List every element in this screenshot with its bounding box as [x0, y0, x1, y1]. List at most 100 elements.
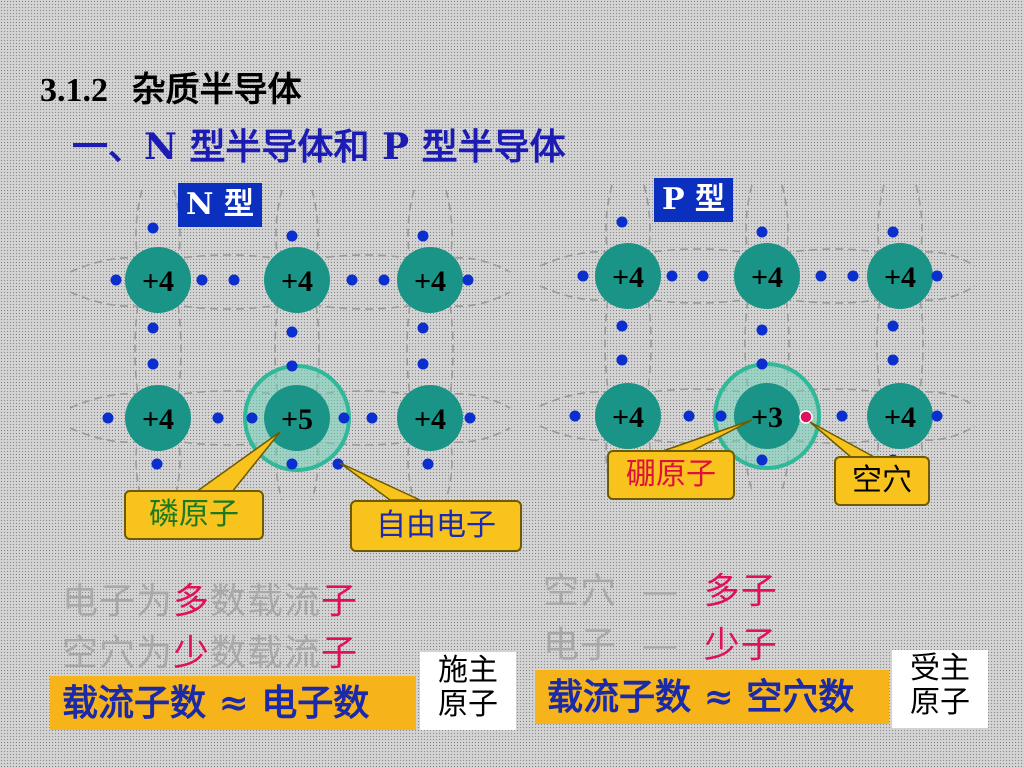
n-majority-d: 子: [321, 581, 359, 622]
p-nucleus-5-label: +3: [751, 401, 783, 434]
p-nucleus-5-impurity: +3: [734, 383, 800, 449]
p-minority-dash: —: [641, 625, 679, 666]
n-nucleus-5-label: +5: [281, 403, 313, 436]
p-majority-b: 多子: [703, 571, 778, 612]
acceptor-atom-label-line1: 受主: [910, 651, 970, 686]
slide-subheading: 一、N 型半导体和 P 型半导体: [72, 126, 566, 168]
n-majority-b: 多: [173, 581, 211, 622]
electron-dot: [931, 410, 943, 422]
p-nucleus-2-label: +4: [751, 261, 783, 294]
n-majority-carrier-line: 电子为多数载流子: [62, 572, 358, 624]
n-nucleus-2: +4: [264, 247, 330, 313]
acceptor-atom-label-line2: 原子: [910, 685, 970, 720]
electron-dot: [666, 270, 678, 282]
electron-dot: [346, 274, 358, 286]
p-summary-box: 载流子数 ≈ 空穴数: [535, 670, 889, 724]
electron-dot: [417, 322, 429, 334]
electron-dot: [616, 216, 628, 228]
electron-dot: [756, 358, 768, 370]
electron-dot: [147, 358, 159, 370]
electron-dot: [887, 354, 899, 366]
n-minority-a: 空穴为: [62, 633, 174, 674]
n-minority-carrier-line: 空穴为少数载流子: [62, 624, 358, 676]
slide-heading: 3.1.2 杂质半导体: [40, 62, 302, 111]
electron-dot: [683, 410, 695, 422]
callout-pointer-hole: [809, 421, 877, 459]
p-nucleus-3-label: +4: [884, 261, 916, 294]
p-minority-b: 少子: [703, 625, 778, 666]
electron-dot: [836, 410, 848, 422]
p-minority-carrier-line: 电子 — 少子: [543, 616, 778, 668]
electron-dot: [212, 412, 224, 424]
callout-boron-atom: 硼原子: [607, 450, 735, 500]
donor-atom-label-line1: 施主: [438, 653, 498, 688]
electron-dot: [102, 412, 114, 424]
donor-atom-label-line2: 原子: [438, 687, 498, 722]
p-nucleus-1: +4: [595, 243, 661, 309]
electron-dot: [417, 358, 429, 370]
p-majority-a: 空穴: [543, 571, 618, 612]
p-nucleus-6-label: +4: [884, 401, 916, 434]
n-minority-d: 子: [321, 633, 359, 674]
p-nucleus-4: +4: [595, 383, 661, 449]
p-majority-carrier-line: 空穴 — 多子: [543, 562, 778, 614]
electron-dot: [577, 270, 589, 282]
electron-dot: [286, 230, 298, 242]
p-nucleus-4-label: +4: [612, 401, 644, 434]
electron-dot: [616, 354, 628, 366]
p-nucleus-1-label: +4: [612, 261, 644, 294]
lattice-diagram: +4 +4 +4 +4 +5 +4 +4 +4 +4 +4 +3: [69, 184, 976, 501]
electron-dot: [417, 230, 429, 242]
electron-dot: [378, 274, 390, 286]
electron-dot: [286, 360, 298, 372]
n-minority-b: 少: [173, 633, 211, 674]
electron-dot: [332, 458, 344, 470]
n-nucleus-4: +4: [125, 385, 191, 451]
donor-atom-label: 施主 原子: [420, 652, 516, 730]
electron-dot: [715, 410, 727, 422]
p-nucleus-2: +4: [734, 243, 800, 309]
n-nucleus-1-label: +4: [142, 265, 174, 298]
electron-dot: [569, 410, 581, 422]
valence-electrons: [102, 216, 943, 470]
bond-lines: [69, 184, 976, 501]
electron-dot: [462, 274, 474, 286]
p-minority-a: 电子: [543, 625, 618, 666]
section-title: 杂质半导体: [131, 70, 302, 110]
electron-dot: [931, 270, 943, 282]
n-nucleus-2-label: +4: [281, 265, 313, 298]
electron-dot: [756, 226, 768, 238]
p-majority-dash: —: [641, 571, 679, 612]
p-nucleus-6: +4: [867, 383, 933, 449]
electron-dot: [756, 324, 768, 336]
n-nucleus-1: +4: [125, 247, 191, 313]
n-nucleus-4-label: +4: [142, 403, 174, 436]
electron-dot: [110, 274, 122, 286]
hole-marker: [799, 410, 813, 424]
electron-dot: [196, 274, 208, 286]
electron-dot: [151, 458, 163, 470]
electron-dot: [887, 226, 899, 238]
n-nucleus-3-label: +4: [414, 265, 446, 298]
n-nucleus-6-label: +4: [414, 403, 446, 436]
n-minority-c: 数载流: [210, 633, 322, 674]
electron-dot: [464, 412, 476, 424]
electron-dot: [756, 454, 768, 466]
electron-dot: [338, 412, 350, 424]
n-majority-a: 电子为: [62, 581, 174, 622]
n-type-tag: N 型: [178, 183, 262, 227]
electron-dot: [246, 412, 258, 424]
n-summary-box: 载流子数 ≈ 电子数: [50, 676, 416, 730]
electron-dot: [147, 222, 159, 234]
electron-dot: [422, 458, 434, 470]
p-type-tag: P 型: [654, 178, 734, 222]
callout-free-electron: 自由电子: [350, 500, 522, 552]
electron-dot: [697, 270, 709, 282]
electron-dot: [286, 326, 298, 338]
electron-dot: [815, 270, 827, 282]
electron-dot: [228, 274, 240, 286]
acceptor-atom-label: 受主 原子: [892, 650, 988, 728]
n-nucleus-6: +4: [397, 385, 463, 451]
n-nucleus-5-impurity: +5: [264, 385, 330, 451]
n-nucleus-3: +4: [397, 247, 463, 313]
